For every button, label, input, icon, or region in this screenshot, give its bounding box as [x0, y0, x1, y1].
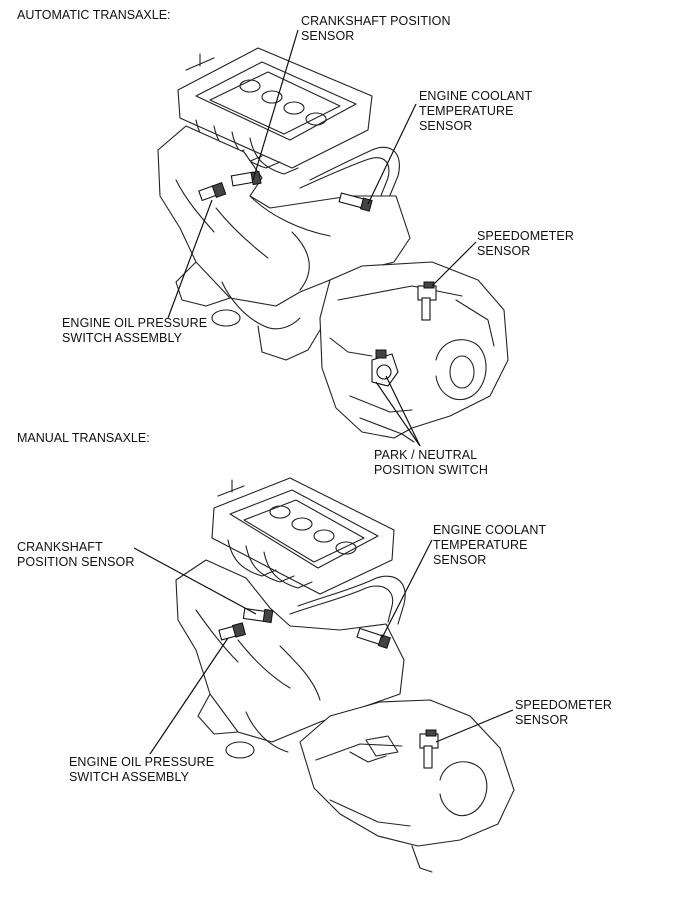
at-park-neutral-position-switch-label: PARK / NEUTRAL POSITION SWITCH [374, 448, 488, 477]
at-speedometer-sensor-label: SPEEDOMETER SENSOR [477, 229, 574, 258]
at-engine-oil-pressure-switch [198, 182, 227, 202]
mt-engine-oil-pressure-switch [218, 622, 246, 641]
at-engine-coolant-temperature-sensor-label: ENGINE COOLANT TEMPERATURE SENSOR [419, 89, 533, 133]
at-speedometer-sensor [417, 281, 437, 321]
at-engine-drawing [157, 47, 509, 443]
mt-engine-drawing [175, 477, 515, 873]
mt-speedometer-sensor [419, 729, 439, 769]
automatic-transaxle-heading: AUTOMATIC TRANSAXLE: [17, 8, 171, 22]
mt-engine-oil-pressure-switch-label: ENGINE OIL PRESSURE SWITCH ASSEMBLY [69, 755, 215, 784]
mt-crankshaft-position-sensor [242, 607, 274, 624]
at-leader-lines [167, 29, 477, 447]
at-park-neutral-position-switch [371, 349, 399, 387]
mt-crankshaft-position-sensor-label: CRANKSHAFT POSITION SENSOR [17, 540, 135, 569]
at-crankshaft-position-sensor-label: CRANKSHAFT POSITION SENSOR [301, 14, 451, 43]
at-crankshaft-position-sensor [230, 170, 262, 187]
mt-engine-coolant-temperature-sensor [356, 627, 391, 649]
mt-speedometer-sensor-label: SPEEDOMETER SENSOR [515, 698, 612, 727]
at-engine-oil-pressure-switch-label: ENGINE OIL PRESSURE SWITCH ASSEMBLY [62, 316, 208, 345]
manual-transaxle-heading: MANUAL TRANSAXLE: [17, 431, 150, 445]
mt-engine-coolant-temperature-sensor-label: ENGINE COOLANT TEMPERATURE SENSOR [433, 523, 547, 567]
mt-leader-lines [133, 539, 514, 755]
